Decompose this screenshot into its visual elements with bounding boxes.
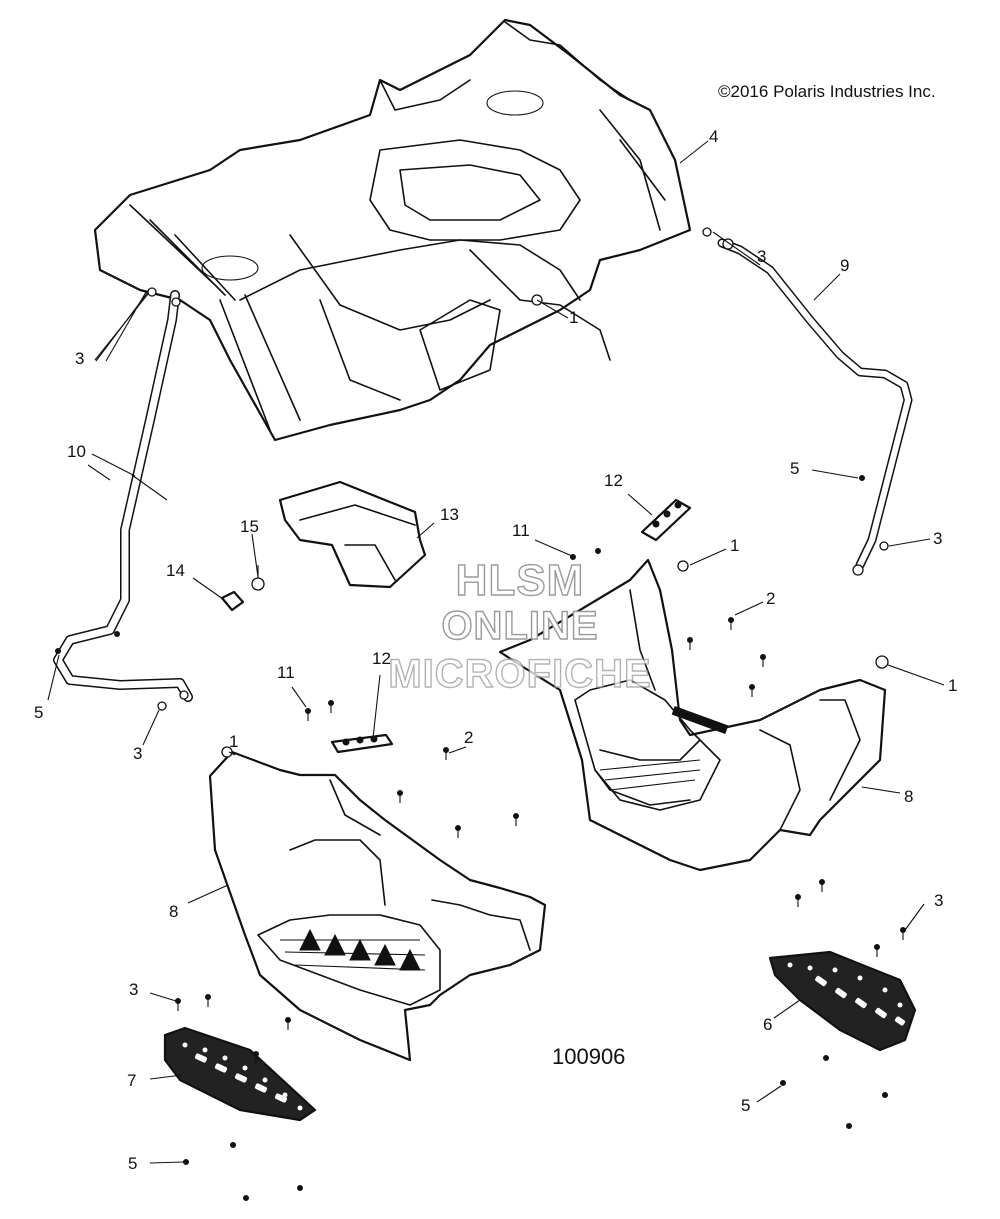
left-footrest xyxy=(163,1026,317,1122)
right-grab-bar xyxy=(717,238,913,576)
callout-3-lower-right: 3 xyxy=(934,891,943,910)
callout-9: 9 xyxy=(840,256,849,275)
callout-4: 4 xyxy=(709,127,718,146)
left-footwell xyxy=(208,750,547,1062)
callout-1-far-right: 1 xyxy=(948,676,957,695)
callout-14: 14 xyxy=(166,561,185,580)
callout-3-left-top: 3 xyxy=(75,349,84,368)
callout-8-left: 8 xyxy=(169,902,178,921)
callout-15: 15 xyxy=(240,517,259,536)
fasteners xyxy=(55,227,906,1201)
callout-8-right: 8 xyxy=(904,787,913,806)
footrest-bracket-upper xyxy=(640,498,692,542)
callout-1-lower: 1 xyxy=(229,732,238,751)
callout-2-right: 2 xyxy=(766,589,775,608)
right-footwell xyxy=(498,558,887,872)
rear-fender-cab xyxy=(93,18,692,442)
figure-id: 100906 xyxy=(552,1044,626,1069)
callout-3-left: 3 xyxy=(133,744,142,763)
callouts: 4 1 3 9 5 3 1 2 1 8 12 11 3 10 5 3 14 15… xyxy=(34,127,957,1173)
leader-lines xyxy=(47,140,945,1164)
callout-2-lower: 2 xyxy=(464,728,473,747)
callout-5-bottom-right: 5 xyxy=(741,1096,750,1115)
callout-1-right: 1 xyxy=(730,536,739,555)
callout-3-right: 3 xyxy=(933,529,942,548)
clip-14 xyxy=(220,590,245,612)
callout-12-lower: 12 xyxy=(372,649,391,668)
callout-3-top-right: 3 xyxy=(757,247,766,266)
callout-1-top: 1 xyxy=(569,308,578,327)
callout-10: 10 xyxy=(67,442,86,461)
callout-5-left: 5 xyxy=(34,703,43,722)
heat-shield xyxy=(278,480,427,589)
right-footrest xyxy=(768,950,917,1052)
watermark-line-3: MICROFICHE xyxy=(388,651,652,696)
callout-7: 7 xyxy=(127,1071,136,1090)
watermark-line-1: HLSM xyxy=(455,555,585,605)
callout-3-lower-left: 3 xyxy=(129,980,138,999)
callout-5-bottom-left: 5 xyxy=(128,1154,137,1173)
left-grab-bar xyxy=(53,290,193,702)
copyright-notice: ©2016 Polaris Industries Inc. xyxy=(718,82,936,101)
footrest-bracket-lower xyxy=(330,733,394,754)
callout-12-upper: 12 xyxy=(604,471,623,490)
callout-6: 6 xyxy=(763,1015,772,1034)
callout-11-lower: 11 xyxy=(277,663,295,682)
callout-5-right: 5 xyxy=(790,459,799,478)
watermark-line-2: ONLINE xyxy=(441,603,599,648)
callout-13: 13 xyxy=(440,505,459,524)
fastener-15 xyxy=(251,565,265,591)
callout-11-upper: 11 xyxy=(512,521,530,540)
